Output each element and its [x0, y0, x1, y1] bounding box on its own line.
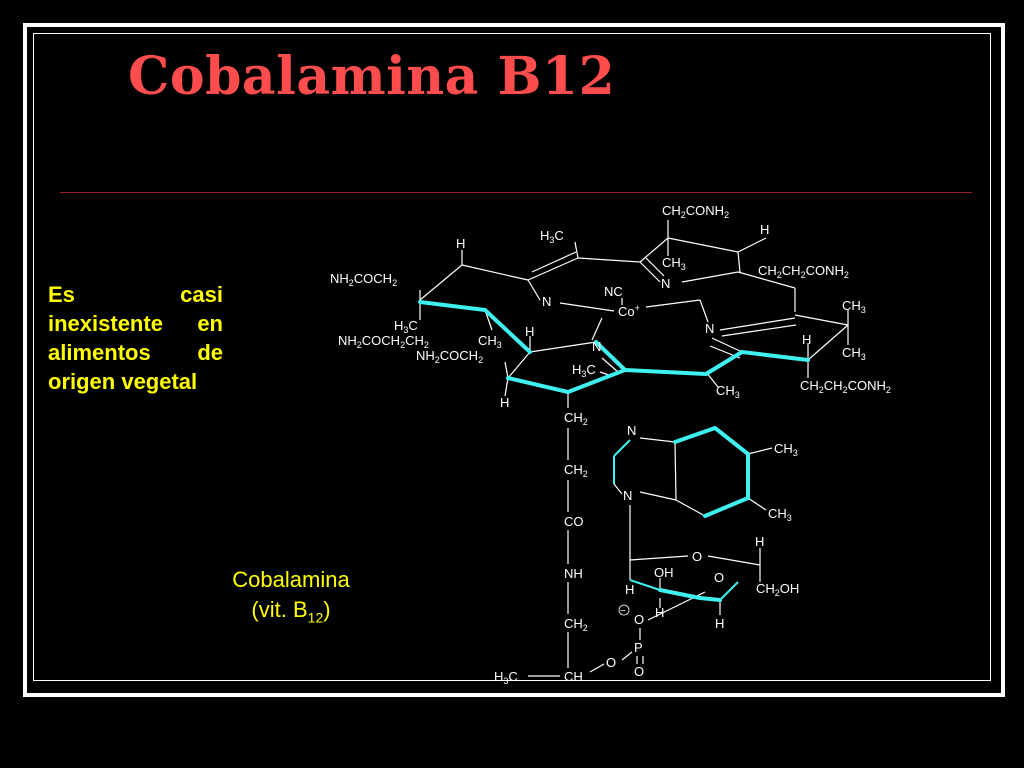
label-chain-co: CO: [564, 514, 584, 529]
label-h-mid-left: H: [525, 324, 534, 339]
label-n-left: N: [542, 294, 551, 309]
label-h-bottom-left: H: [500, 395, 509, 410]
label-h3c-top: H3C: [540, 228, 564, 245]
label-nh2coch2-left: NH2COCH2: [330, 271, 397, 288]
title-divider: [60, 192, 972, 193]
label-co: Co+: [618, 303, 640, 319]
label-n-benz-bottom: N: [623, 488, 632, 503]
label-p-phos: P: [634, 640, 643, 655]
label-o-sugar: O: [692, 549, 702, 564]
label-ch3-benz-2: CH3: [768, 506, 792, 523]
label-h-sugar-bottom: H: [715, 616, 724, 631]
caption-line-2: (vit. B12): [196, 595, 386, 632]
label-n-benz-top: N: [627, 423, 636, 438]
label-ch3-bottom: CH3: [716, 383, 740, 400]
label-o-phos-bottom: O: [634, 664, 644, 679]
label-h-top-right: H: [760, 222, 769, 237]
label-n-top: N: [661, 276, 670, 291]
bold-bonds: [418, 300, 810, 602]
label-ch3-top-mid: CH3: [662, 255, 686, 272]
label-h-sugar-top: H: [755, 534, 764, 549]
label-h3c-left: H3C: [394, 318, 418, 335]
label-chain-ch2-1: CH2: [564, 410, 588, 427]
label-h3c-chain: H3C: [494, 669, 518, 686]
thin-bonds: [419, 220, 849, 677]
label-ch2conh2-top: CH2CONH2: [662, 203, 729, 220]
slide-inner-frame: [33, 33, 991, 681]
label-o-phos-top: O: [634, 612, 644, 627]
label-ch3-benz-1: CH3: [774, 441, 798, 458]
slide-title: Cobalamina B12: [128, 46, 616, 107]
label-o-sugar-mid: O: [714, 570, 724, 585]
label-h3c-mid: H3C: [572, 362, 596, 379]
label-ch2ch2conh2-bottom: CH2CH2CONH2: [800, 378, 891, 395]
structure-caption: Cobalamina (vit. B12): [196, 565, 386, 632]
label-h-sugar-mid: H: [655, 605, 664, 620]
label-chain-nh: NH: [564, 566, 583, 581]
label-h-right-mid: H: [802, 332, 811, 347]
label-h-left-top: H: [456, 236, 465, 251]
caption-suffix: ): [323, 597, 331, 622]
atom-labels: CH2CONH2 H H3C H CH3 N CH2CH2CONH2 NH2CO…: [330, 203, 891, 686]
label-ch-chain: CH: [564, 669, 583, 684]
label-chain-ch2-2: CH2: [564, 462, 588, 479]
label-o-phos-left: O: [606, 655, 616, 670]
label-h-sugar-left: H: [625, 582, 634, 597]
label-ch3-right-1: CH3: [842, 298, 866, 315]
label-n-bottom: N: [592, 339, 601, 354]
label-nh2coch2ch2: NH2COCH2CH2: [338, 333, 429, 350]
caption-subscript: 12: [307, 609, 324, 626]
caption-line-1: Cobalamina: [232, 567, 350, 592]
label-ch2oh-sugar: CH2OH: [756, 581, 799, 598]
label-nh2coch2-mid: NH2COCH2: [416, 348, 483, 365]
label-n-right: N: [705, 321, 714, 336]
label-oh-sugar: OH: [654, 565, 674, 580]
slide-outer-frame: [23, 23, 1005, 697]
minus-charge-circle: [618, 604, 630, 616]
label-nc: NC: [604, 284, 623, 299]
label-ch3-right-2: CH3: [842, 345, 866, 362]
caption-prefix: (vit. B: [251, 597, 308, 622]
label-ch3-left: CH3: [478, 333, 502, 350]
body-text: Es casi inexistente en alimentos de orig…: [48, 282, 223, 394]
label-ch2ch2conh2-top: CH2CH2CONH2: [758, 263, 849, 280]
label-minus: −: [620, 606, 626, 617]
label-chain-ch2-3: CH2: [564, 616, 588, 633]
